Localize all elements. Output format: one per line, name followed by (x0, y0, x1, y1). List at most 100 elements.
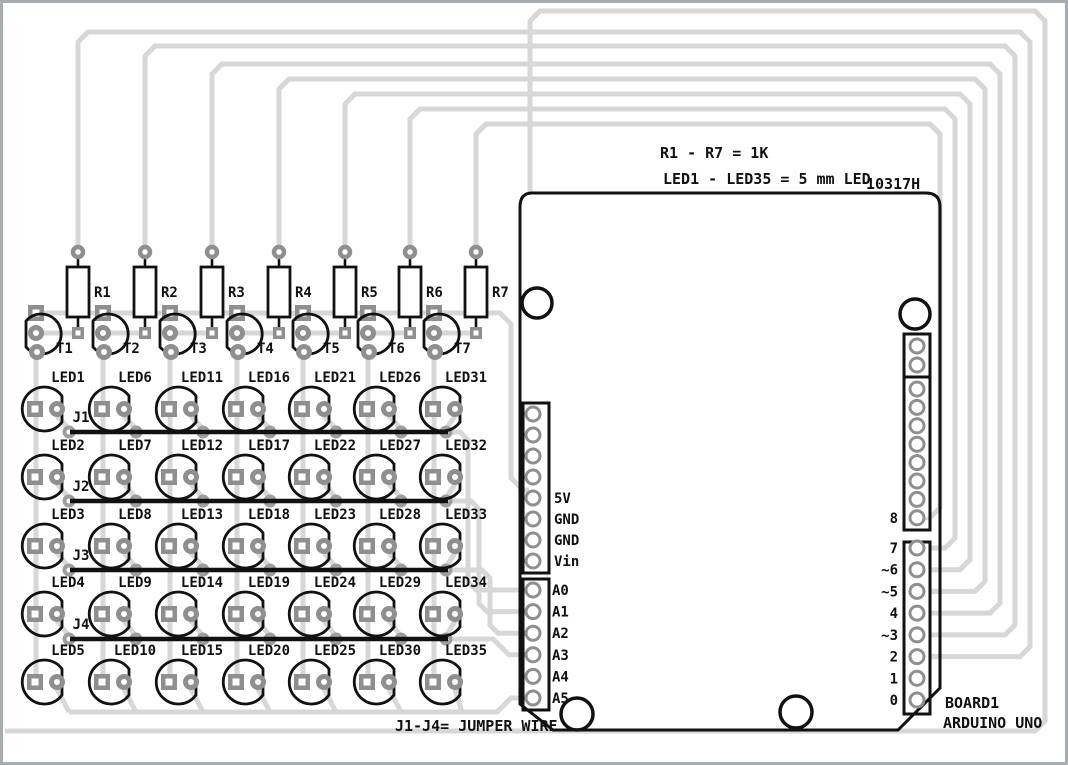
resistor-pad (137, 244, 153, 260)
led-body (418, 385, 462, 433)
transistor-pad-hole (430, 309, 438, 317)
led-cathode-pad (447, 674, 463, 690)
led-label: LED35 (445, 643, 487, 659)
led-cathode-pad (381, 469, 397, 485)
led-cathode-pad (250, 469, 266, 485)
led-label: LED10 (114, 643, 156, 659)
trace-led-row5 (54, 687, 72, 714)
jumper-label: J1 (73, 410, 90, 426)
led-pad-hole (232, 542, 240, 550)
led-label: LED17 (248, 438, 290, 454)
resistor-R3: R3 (199, 244, 245, 339)
resistor-body (266, 265, 292, 319)
led-label: LED18 (248, 507, 290, 523)
digital-pin (908, 398, 926, 416)
trace-jumper-net (452, 567, 529, 636)
led-cathode-pad (116, 469, 132, 485)
analog-header (521, 577, 551, 712)
transistor-pad (229, 325, 245, 341)
led-label: LED2 (51, 438, 85, 454)
power-pin (524, 531, 542, 549)
led-body (87, 522, 131, 570)
led-pad-hole (363, 542, 371, 550)
trace-led-row5 (255, 687, 273, 714)
analog-pin-A0 (524, 581, 542, 599)
transistor-T7: T7 (422, 305, 471, 360)
jumper-J1: J1 (62, 410, 453, 439)
led-pad-hole (165, 405, 173, 413)
jumper-label: J3 (73, 548, 90, 564)
power-pin-label: GND (554, 533, 579, 549)
analog-pin-A5 (524, 689, 542, 707)
led-cathode-pad (381, 606, 397, 622)
resistor-pad-hole (276, 330, 282, 336)
transistor-label: T1 (56, 341, 73, 357)
led-pad-hole (165, 678, 173, 686)
led-pad-hole (363, 610, 371, 618)
led-body (221, 522, 265, 570)
transistor-pad (295, 325, 311, 341)
led-label: LED19 (248, 575, 290, 591)
led-body (221, 658, 265, 706)
transistor-pad-hole (364, 309, 372, 317)
trace-column-drive (473, 121, 943, 521)
resistor-label: R4 (295, 285, 312, 301)
led-label: LED15 (181, 643, 223, 659)
analog-pin-label: A3 (552, 648, 569, 664)
led-body (87, 453, 131, 501)
resistor-body (397, 265, 423, 319)
led-pad-hole (98, 473, 106, 481)
analog-pin-A2 (524, 624, 542, 642)
transistor-pad (163, 344, 179, 360)
resistor-pad-hole (473, 330, 479, 336)
resistor-pad (468, 244, 484, 260)
led-pad-hole (98, 610, 106, 618)
digital-pin-0 (908, 691, 926, 709)
led-label: LED27 (379, 438, 421, 454)
trace-jumper-net (452, 636, 529, 658)
led-cathode-pad (116, 606, 132, 622)
transistor-label: T3 (190, 341, 207, 357)
power-pin (524, 552, 542, 570)
led-LED31: LED31 (418, 370, 487, 433)
power-pin-label: 5V (554, 491, 571, 507)
transistor-pad (426, 325, 442, 341)
led-label: LED24 (314, 575, 356, 591)
power-pin (524, 489, 542, 507)
led-cathode-pad (49, 538, 65, 554)
digital-pin-label: 0 (890, 693, 898, 709)
analog-pin-A1 (524, 603, 542, 621)
digital-pin-pwm3 (908, 626, 926, 644)
led-body (352, 590, 396, 638)
transistor-pad (361, 344, 377, 360)
led-label: LED26 (379, 370, 421, 386)
mounting-hole (559, 696, 595, 732)
led-LED29: LED29 (352, 575, 421, 638)
led-cathode-pad (183, 469, 199, 485)
led-label: LED29 (379, 575, 421, 591)
led-label: LED32 (445, 438, 487, 454)
analog-pin-label: A4 (552, 669, 569, 685)
power-pin (524, 468, 542, 486)
led-LED20: LED20 (221, 643, 290, 706)
led-label: LED7 (118, 438, 152, 454)
led-LED34: LED34 (418, 575, 487, 638)
led-label: LED31 (445, 370, 487, 386)
led-body (418, 590, 462, 638)
led-body (20, 522, 64, 570)
led-cathode-pad (316, 606, 332, 622)
led-LED16: LED16 (221, 370, 290, 433)
jumper-label: J2 (73, 479, 90, 495)
led-label: LED23 (314, 507, 356, 523)
transistor-label: T4 (257, 341, 274, 357)
resistor-label: R6 (426, 285, 443, 301)
trace-jumper-net (452, 498, 529, 615)
led-body (154, 522, 198, 570)
transistor-pad (28, 325, 44, 341)
transistor-label: T5 (323, 341, 340, 357)
led-pad-hole (298, 678, 306, 686)
jumper-J4: J4 (62, 617, 453, 646)
led-body (154, 453, 198, 501)
power-pin (524, 426, 542, 444)
